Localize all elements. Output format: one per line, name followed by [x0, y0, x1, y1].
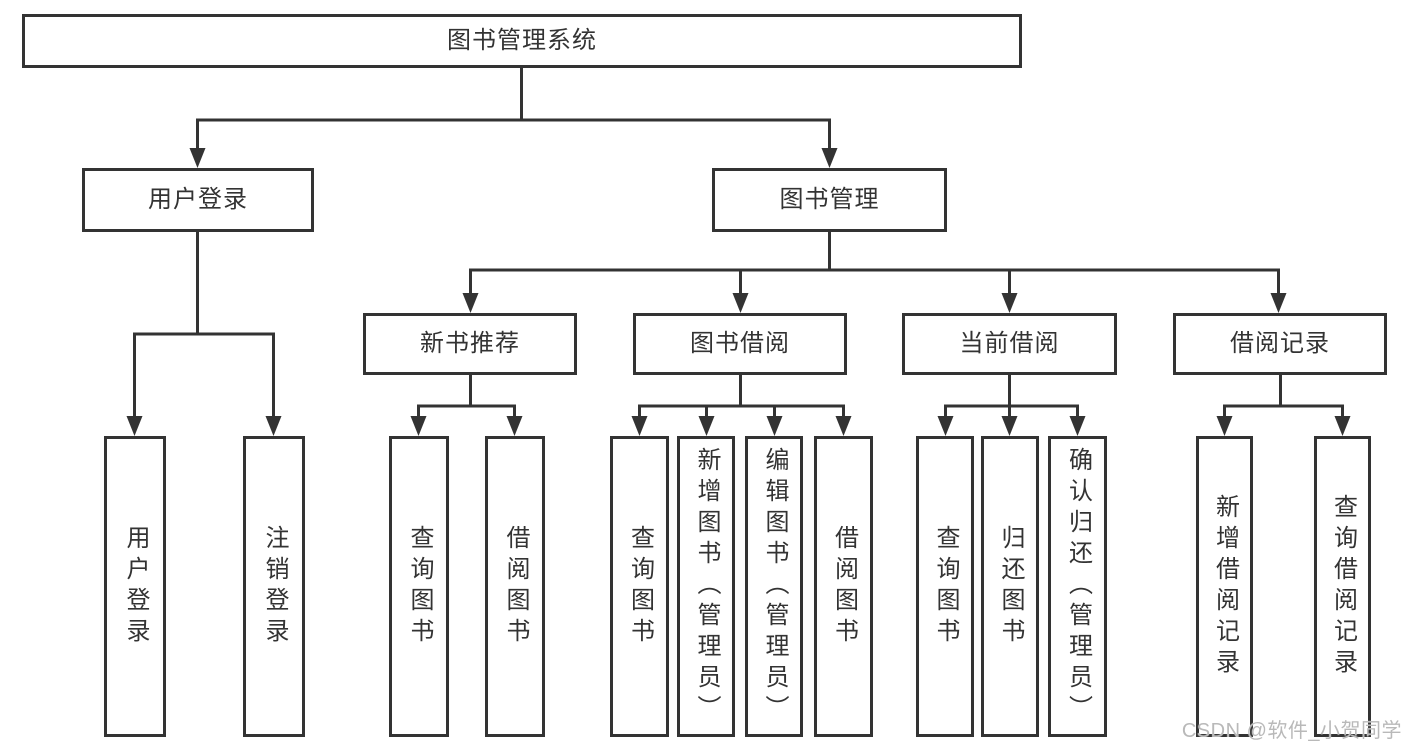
node-root: 图书管理系统: [22, 14, 1022, 68]
leaf-bb-edit-books-admin: 编辑图书（管理员）: [745, 436, 803, 737]
leaf-bb-edit-books-admin-label: 编辑图书（管理员）: [761, 447, 788, 726]
node-current-borrow: 当前借阅: [902, 313, 1117, 375]
leaf-cb-return-books-label: 归还图书: [997, 524, 1024, 649]
node-new-book-recommend-label: 新书推荐: [420, 330, 520, 357]
node-current-borrow-label: 当前借阅: [959, 330, 1060, 357]
leaf-nbr-borrow-books-label: 借阅图书: [502, 524, 529, 649]
node-new-book-recommend: 新书推荐: [363, 313, 577, 375]
leaf-bb-borrow-books-label: 借阅图书: [830, 524, 858, 649]
node-book-borrow-label: 图书借阅: [690, 330, 790, 357]
leaf-br-add-borrow-record: 新增借阅记录: [1196, 436, 1253, 737]
leaf-cb-confirm-return-admin-label: 确认归还（管理员）: [1064, 447, 1092, 726]
node-book-management-label: 图书管理: [779, 186, 880, 213]
leaf-bb-add-books-admin: 新增图书（管理员）: [677, 436, 735, 737]
leaf-br-query-borrow-record-label: 查询借阅记录: [1329, 493, 1357, 680]
leaf-logout-label: 注销登录: [261, 524, 288, 649]
leaf-nbr-borrow-books: 借阅图书: [485, 436, 545, 737]
node-user-login-label: 用户登录: [148, 186, 248, 213]
node-book-management: 图书管理: [712, 168, 947, 232]
node-borrow-records: 借阅记录: [1173, 313, 1387, 375]
leaf-cb-return-books: 归还图书: [981, 436, 1039, 737]
leaf-logout: 注销登录: [243, 436, 305, 737]
leaf-cb-confirm-return-admin: 确认归还（管理员）: [1048, 436, 1107, 737]
watermark-text: CSDN @软件_小贺同学: [1181, 720, 1402, 742]
leaf-br-query-borrow-record: 查询借阅记录: [1314, 436, 1371, 737]
node-user-login: 用户登录: [82, 168, 314, 232]
leaf-user-login: 用户登录: [104, 436, 166, 737]
leaf-bb-borrow-books: 借阅图书: [814, 436, 873, 737]
leaf-cb-query-books-label: 查询图书: [932, 524, 959, 649]
node-borrow-records-label: 借阅记录: [1230, 330, 1330, 357]
leaf-cb-query-books: 查询图书: [916, 436, 974, 737]
leaf-bb-query-books-label: 查询图书: [626, 524, 654, 649]
leaf-br-add-borrow-record-label: 新增借阅记录: [1211, 493, 1239, 680]
leaf-user-login-label: 用户登录: [122, 524, 149, 649]
leaf-nbr-query-books-label: 查询图书: [406, 524, 433, 649]
leaf-bb-add-books-admin-label: 新增图书（管理员）: [693, 447, 720, 726]
leaf-nbr-query-books: 查询图书: [389, 436, 449, 737]
node-book-borrow: 图书借阅: [633, 313, 847, 375]
node-root-label: 图书管理系统: [447, 27, 597, 54]
leaf-bb-query-books: 查询图书: [610, 436, 669, 737]
